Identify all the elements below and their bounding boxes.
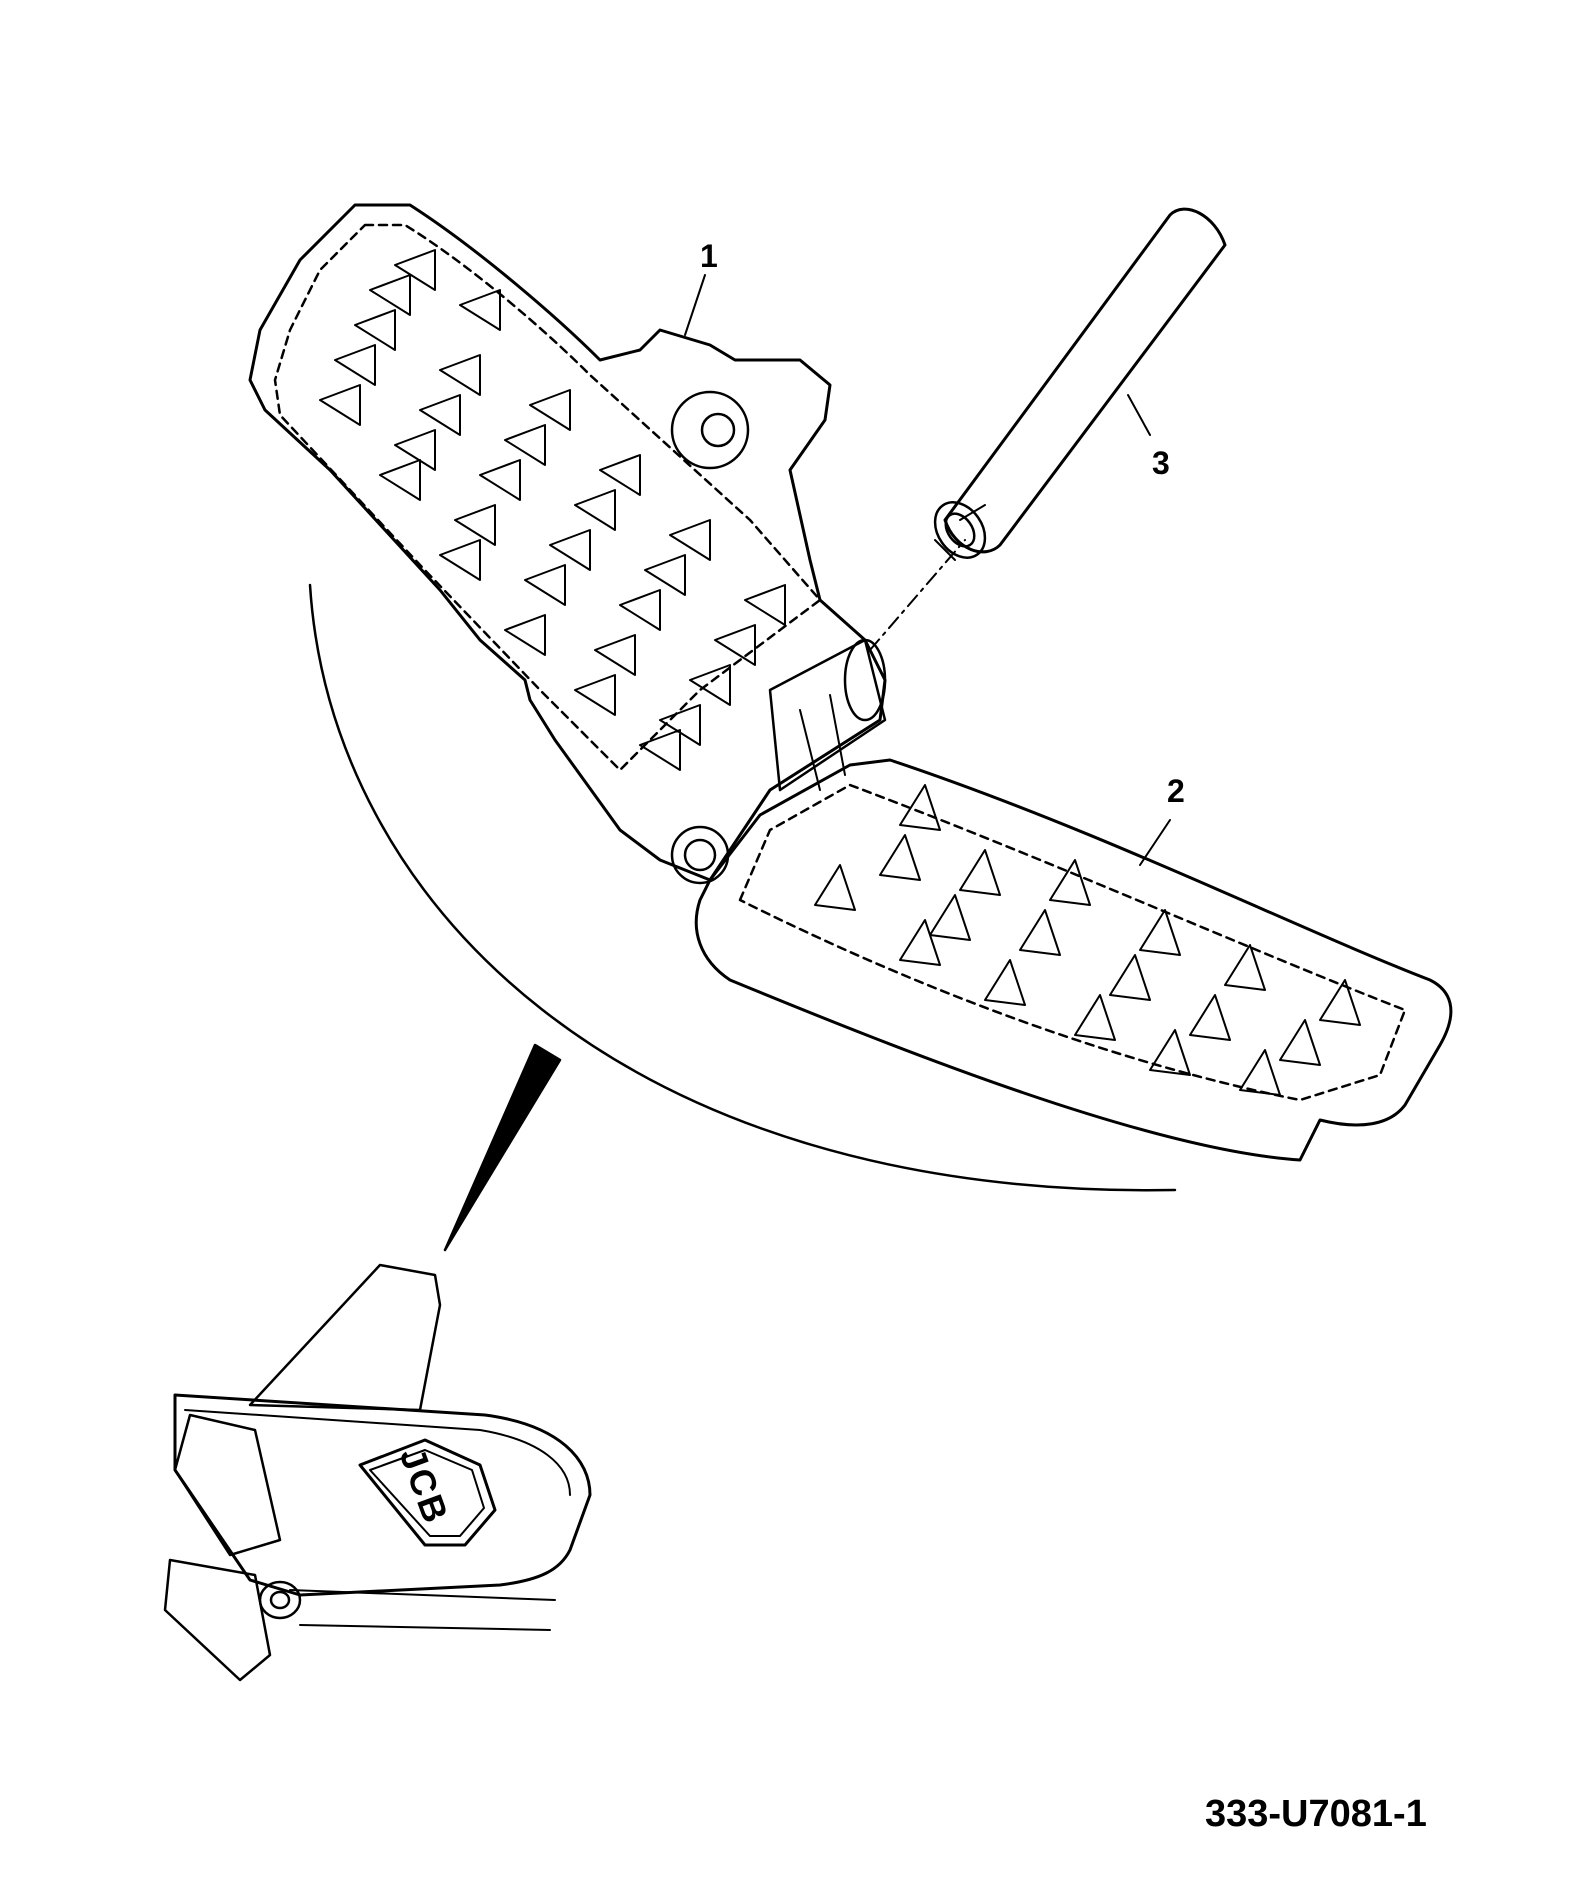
callout-1-leader <box>684 274 706 336</box>
drawing-reference-number: 333-U7081-1 <box>1205 1793 1427 1835</box>
part-2-spikes <box>814 784 1361 1096</box>
callout-3-leader <box>1127 394 1151 436</box>
callout-label-2: 2 <box>1167 773 1185 809</box>
detail-magnifier <box>308 583 1177 1252</box>
part-1-spikes <box>319 249 786 771</box>
part-1-pedal-plate <box>248 203 887 885</box>
callout-label-1: 1 <box>700 238 718 274</box>
hinge-barrel <box>768 539 966 792</box>
callout-2-leader <box>1139 819 1171 866</box>
part-2-pedal-plate <box>694 758 1453 1162</box>
inset-pedal-cover <box>163 1263 592 1682</box>
callout-label-3: 3 <box>1152 445 1170 481</box>
part-3-pin <box>933 207 1227 561</box>
